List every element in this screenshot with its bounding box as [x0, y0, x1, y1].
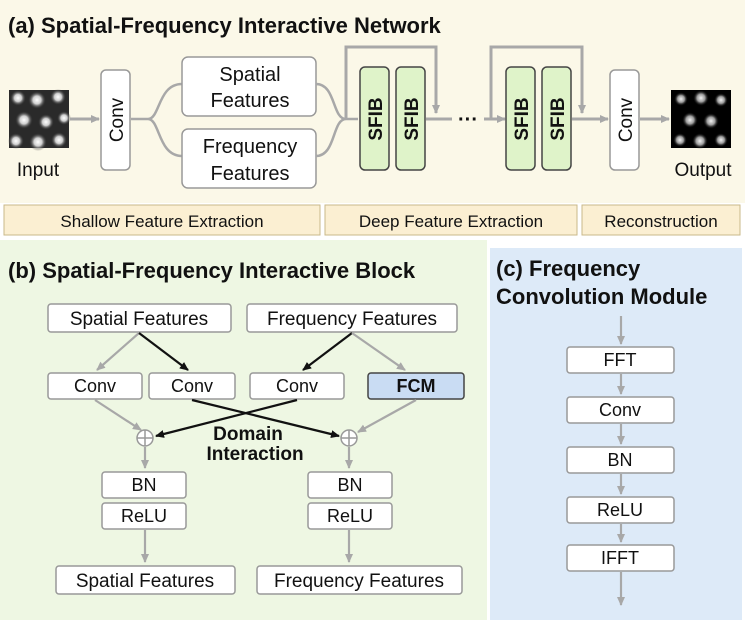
fcm-label: FCM: [397, 376, 436, 396]
sfib-box-3: [505, 66, 536, 171]
stage-reconstruction-box: [581, 204, 741, 236]
conv-box-shallow: [100, 69, 131, 171]
sum-node-left: [136, 429, 154, 447]
skip-connection-2: [489, 45, 586, 119]
sfib-label-4: SFIB: [548, 97, 569, 140]
output-label: Output: [674, 160, 732, 181]
arrow-frequency-fcm: [351, 332, 406, 371]
conv-label-reconstruction: Conv: [616, 97, 637, 142]
frequency-features-output-box: [256, 565, 463, 595]
skip-connection-1: [344, 45, 440, 119]
arrow-spatial-conv1: [96, 332, 140, 371]
conv-box-b1: [47, 372, 143, 400]
panel-c-title-line1: (c) Frequency: [496, 256, 641, 281]
spatial-features-input-box: [47, 303, 232, 333]
conv-label-b1: Conv: [74, 376, 116, 396]
arrow-spatial-conv2: [138, 332, 189, 371]
frequency-features-input-label: Frequency Features: [267, 309, 437, 330]
bn-box-left: [101, 471, 187, 499]
sfib-box-1: [359, 66, 390, 171]
spatial-features-box-a: [181, 56, 317, 117]
domain-interaction-line2: Interaction: [206, 444, 303, 465]
conv-label-b2: Conv: [171, 376, 213, 396]
spatial-features-input-label: Spatial Features: [70, 309, 208, 330]
input-label: Input: [17, 160, 60, 181]
split-brace: [131, 82, 183, 158]
frequency-features-line1: Frequency: [203, 136, 298, 158]
domain-interaction-line1: Domain: [213, 424, 283, 445]
relu-box-c: [566, 496, 675, 524]
sfib-box-4: [541, 66, 572, 171]
conv-box-c: [566, 396, 675, 424]
arrow-conv2-sum2: [191, 398, 340, 438]
arrow-fcm-sum2: [357, 399, 417, 433]
bn-label-c: BN: [607, 450, 632, 470]
frequency-features-box-a: [181, 128, 317, 189]
ifft-label: IFFT: [601, 548, 639, 568]
fft-box: [566, 346, 675, 374]
panel-b-title: (b) Spatial-Frequency Interactive Block: [8, 258, 416, 283]
spatial-features-line2: Features: [211, 90, 290, 112]
stage-deep-box: [324, 204, 578, 236]
output-image: [671, 90, 731, 149]
frequency-features-input-box: [246, 303, 458, 333]
spatial-features-line1: Spatial: [219, 64, 280, 86]
sfib-label-1: SFIB: [366, 97, 387, 140]
spatial-features-output-box: [55, 565, 236, 595]
input-image: [8, 89, 71, 151]
frequency-features-output-label: Frequency Features: [274, 571, 444, 592]
sum-node-right: [340, 429, 358, 447]
conv-label-b3: Conv: [276, 376, 318, 396]
fft-label: FFT: [604, 350, 637, 370]
arrow-frequency-conv3: [302, 332, 353, 371]
relu-box-right: [307, 502, 393, 530]
conv-label-c: Conv: [599, 400, 641, 420]
bn-label-left: BN: [131, 475, 156, 495]
sfib-label-3: SFIB: [512, 97, 533, 140]
fcm-box: [367, 372, 465, 400]
panel-a-title: (a) Spatial-Frequency Interactive Networ…: [8, 13, 442, 38]
sfib-box-2: [395, 66, 426, 171]
conv-box-b3: [249, 372, 345, 400]
conv-label-shallow: Conv: [107, 97, 128, 142]
ifft-box: [566, 544, 675, 572]
spatial-features-output-label: Spatial Features: [76, 571, 214, 592]
conv-box-reconstruction: [609, 69, 640, 171]
sfib-label-2: SFIB: [402, 97, 423, 140]
bn-label-right: BN: [337, 475, 362, 495]
frequency-features-line2: Features: [211, 163, 290, 185]
bn-box-c: [566, 446, 675, 474]
conv-box-b2: [148, 372, 236, 400]
relu-label-c: ReLU: [597, 500, 643, 520]
relu-label-right: ReLU: [327, 506, 373, 526]
panel-c-title-line2: Convolution Module: [496, 284, 707, 309]
relu-label-left: ReLU: [121, 506, 167, 526]
relu-box-left: [101, 502, 187, 530]
stage-deep-label: Deep Feature Extraction: [359, 212, 543, 231]
arrow-conv3-sum1: [155, 398, 298, 438]
bn-box-right: [307, 471, 393, 499]
stage-reconstruction-label: Reconstruction: [604, 212, 717, 231]
arrow-conv1-sum1: [94, 399, 142, 431]
stage-shallow-box: [3, 204, 321, 236]
ellipsis: ···: [458, 109, 478, 131]
stage-shallow-label: Shallow Feature Extraction: [60, 212, 263, 231]
